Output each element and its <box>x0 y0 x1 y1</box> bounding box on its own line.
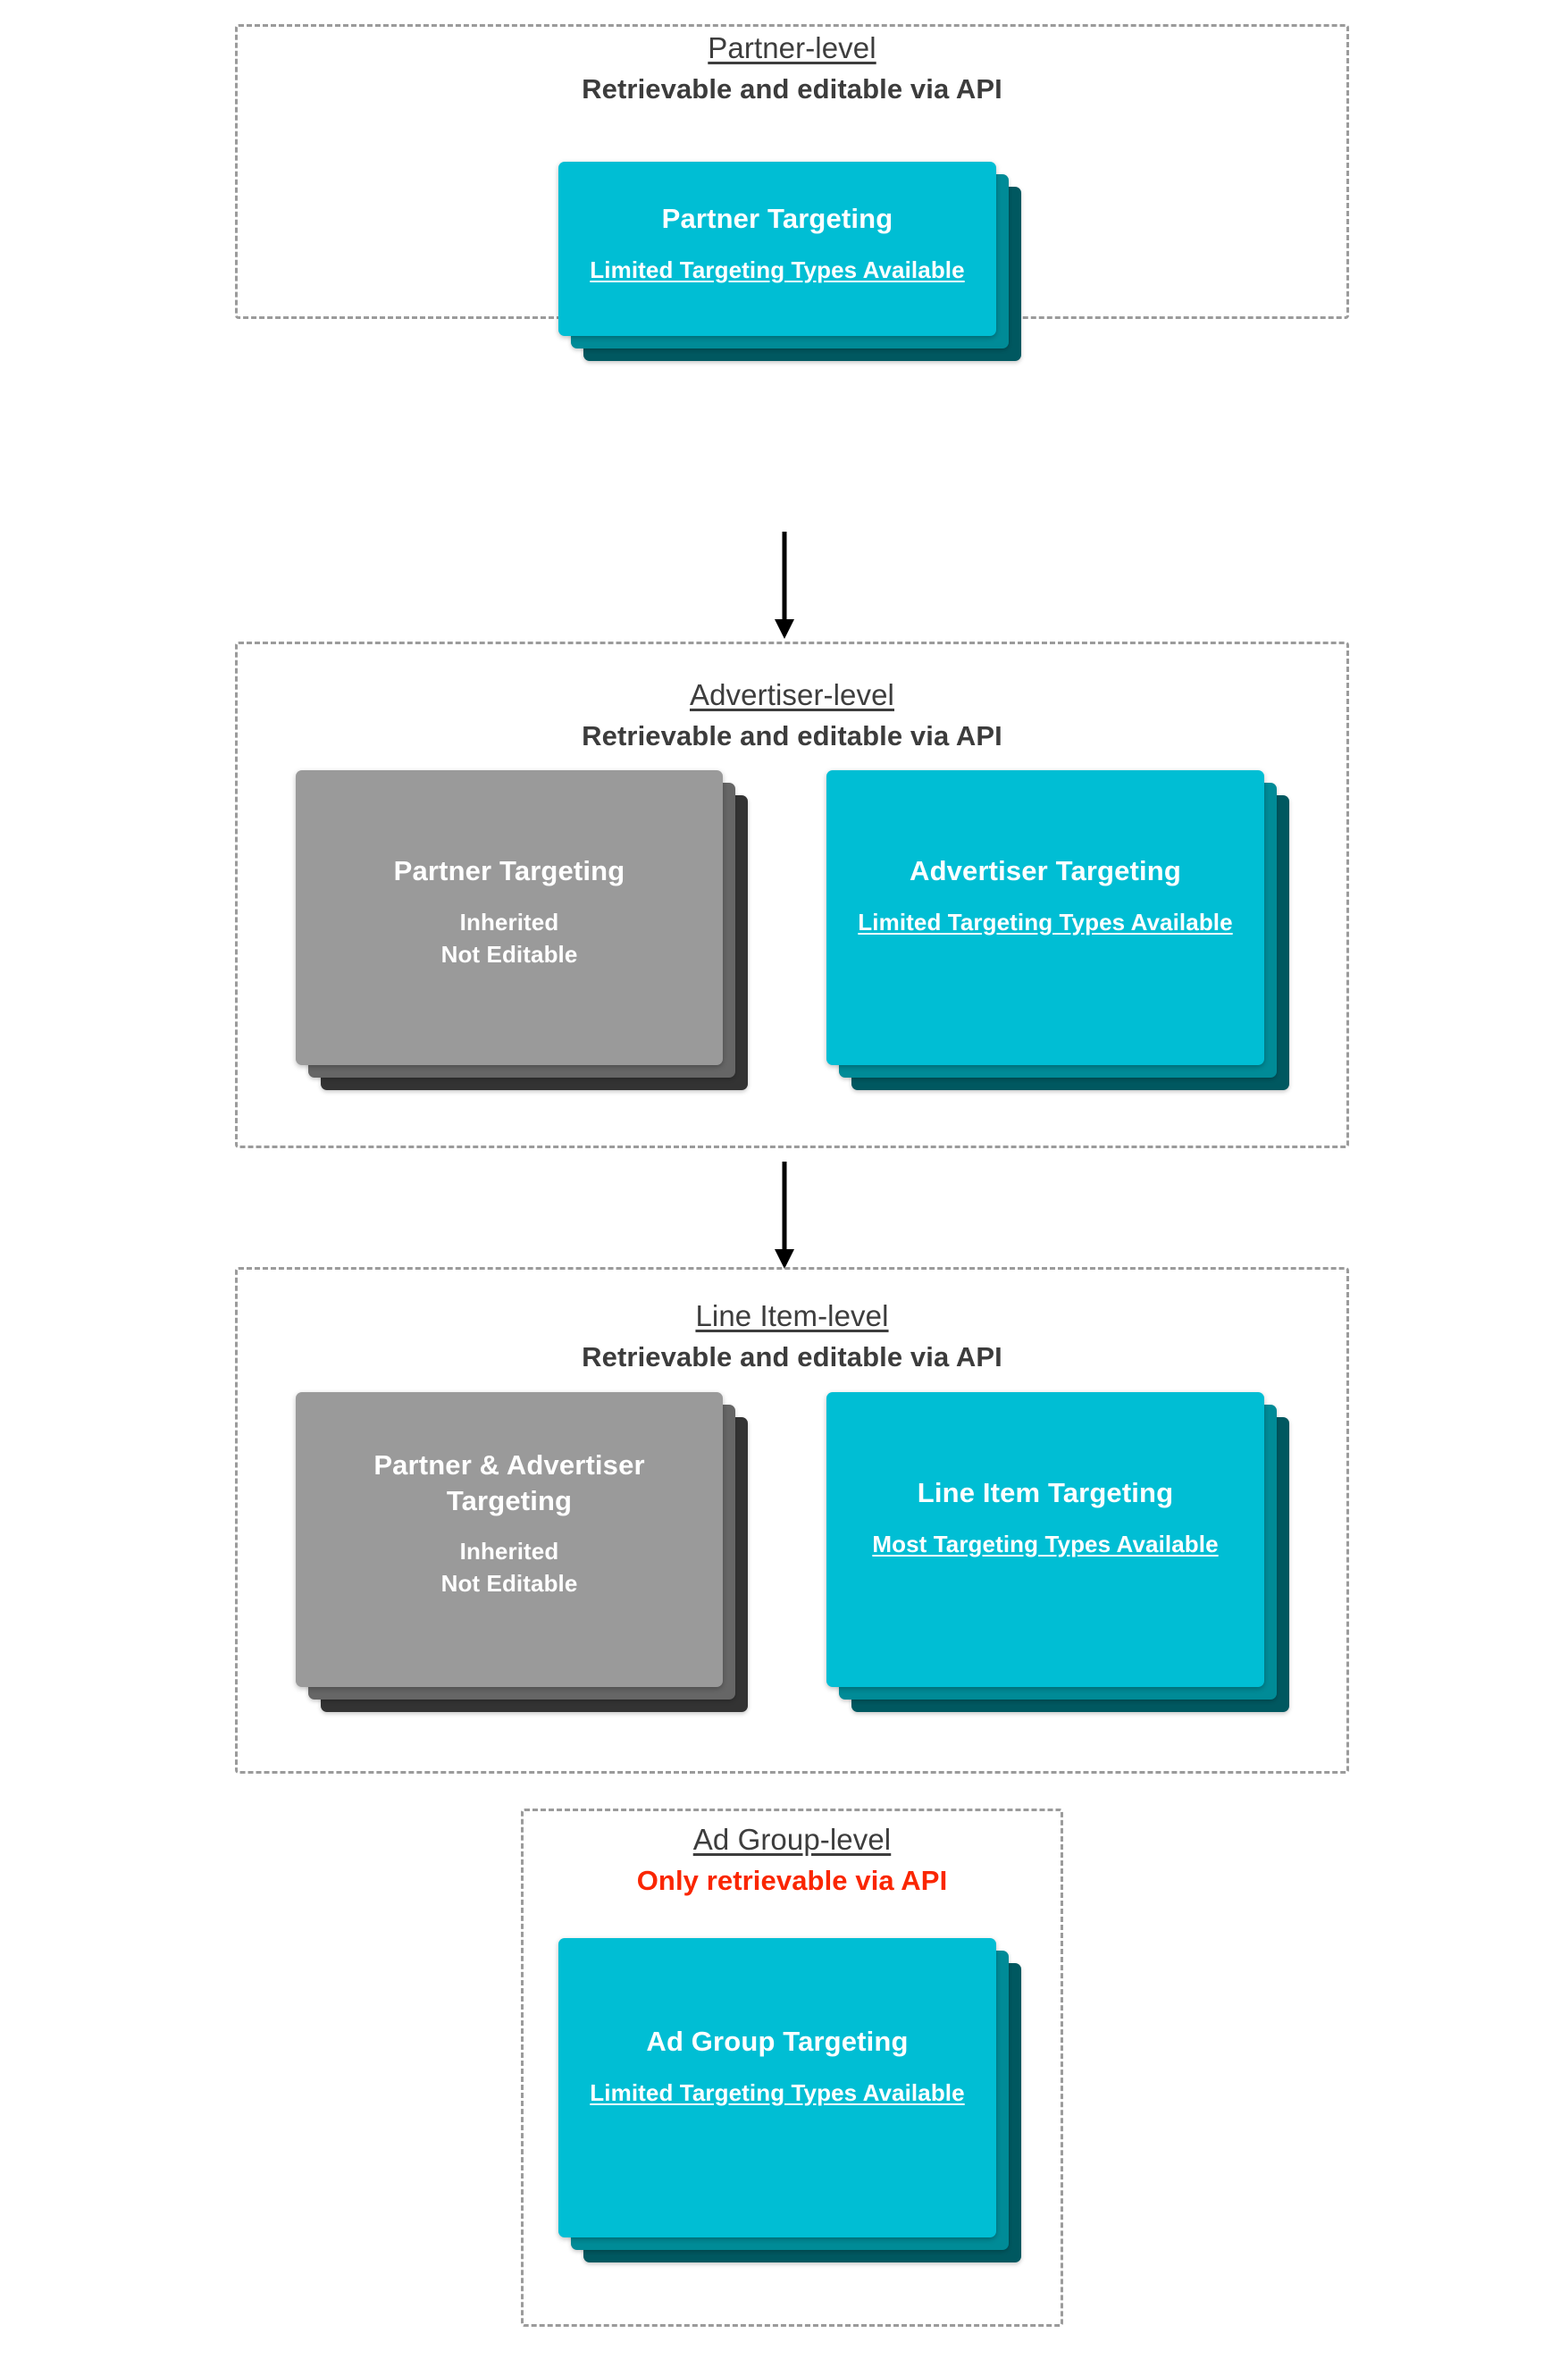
card-stack-line-item-inherited[interactable]: Partner & Advertiser Targeting Inherited… <box>296 1392 751 1727</box>
card-stack-partner-targeting[interactable]: Partner Targeting Limited Targeting Type… <box>558 162 1023 365</box>
level-section-advertiser <box>235 642 1349 1148</box>
card-stack-ad-group-targeting[interactable]: Ad Group Targeting Limited Targeting Typ… <box>558 1938 1023 2278</box>
card-layer-front[interactable] <box>296 1392 723 1687</box>
connector-advertiser-to-line-item <box>774 1162 795 1271</box>
level-section-line-item <box>235 1267 1349 1774</box>
card-layer-front[interactable] <box>558 162 996 336</box>
card-layer-front[interactable] <box>296 770 723 1065</box>
card-stack-advertiser-inherited-partner[interactable]: Partner Targeting Inherited Not Editable <box>296 770 751 1105</box>
card-layer-front[interactable] <box>558 1938 996 2237</box>
card-stack-line-item-targeting[interactable]: Line Item Targeting Most Targeting Types… <box>826 1392 1291 1727</box>
arrow-down-icon <box>775 532 794 639</box>
connector-partner-to-advertiser <box>774 532 795 641</box>
card-layer-front[interactable] <box>826 770 1264 1065</box>
level-section-ad-group <box>521 1809 1063 2327</box>
card-stack-advertiser-targeting[interactable]: Advertiser Targeting Limited Targeting T… <box>826 770 1291 1105</box>
arrow-down-icon <box>775 1162 794 1269</box>
card-layer-front[interactable] <box>826 1392 1264 1687</box>
